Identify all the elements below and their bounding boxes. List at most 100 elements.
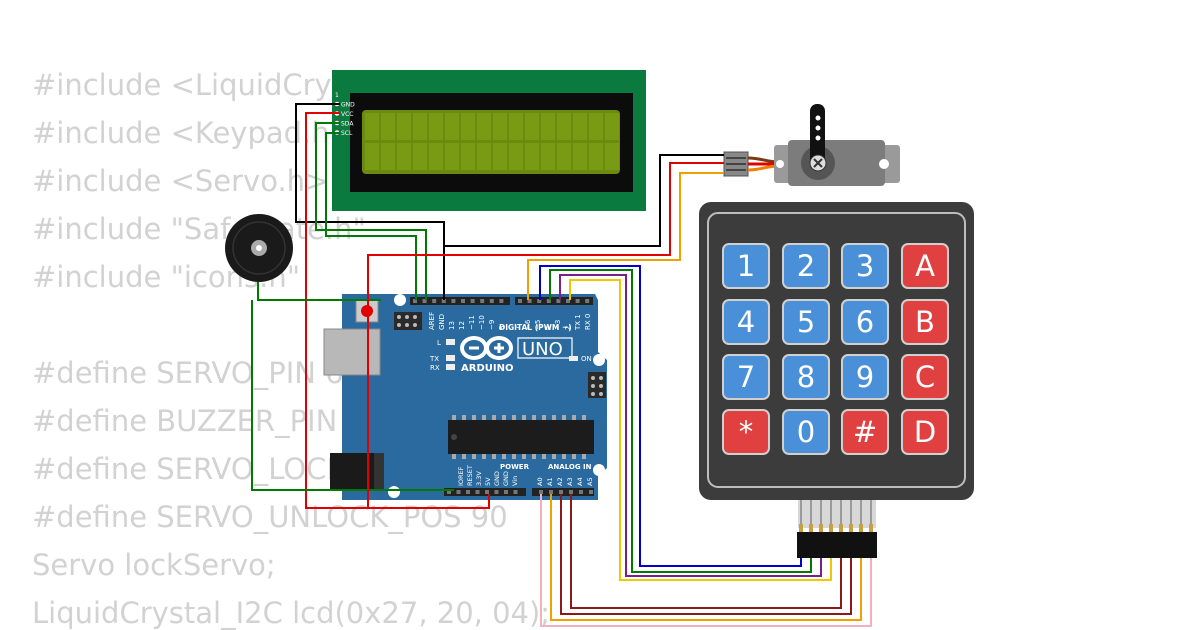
connector-pin[interactable] <box>819 524 823 532</box>
digital-pin-label: ~3 <box>554 320 562 330</box>
chip-pin <box>582 415 586 420</box>
key-9[interactable]: 9 <box>841 354 889 400</box>
power-pin-label: Vin <box>511 476 519 486</box>
key-6[interactable]: 6 <box>841 299 889 345</box>
icsp2-header <box>588 372 606 398</box>
icsp2-pin <box>599 376 603 380</box>
connector-pin[interactable] <box>839 524 843 532</box>
analog-pin-label: A4 <box>576 477 584 486</box>
pin-socket[interactable] <box>566 299 570 303</box>
lcd-char-cell <box>461 143 475 170</box>
pin-socket[interactable] <box>432 299 437 303</box>
pin-socket[interactable] <box>485 490 489 494</box>
key-5[interactable]: 5 <box>782 299 830 345</box>
pin-socket[interactable] <box>456 490 461 494</box>
wire-servo-signal <box>527 172 724 300</box>
pin-socket[interactable] <box>413 299 417 303</box>
pin-socket[interactable] <box>575 299 580 303</box>
icsp2-pin <box>599 392 603 396</box>
connector-pin[interactable] <box>799 524 803 532</box>
led-on <box>569 356 578 361</box>
pin-socket[interactable] <box>451 299 456 303</box>
chip-pin <box>572 415 576 420</box>
pin-socket[interactable] <box>579 490 583 494</box>
lcd-char-cell <box>525 143 539 170</box>
pin-socket[interactable] <box>422 299 427 303</box>
key-cap <box>722 409 770 455</box>
digital-pin-label: 2 <box>564 326 572 330</box>
lcd-char-cell <box>397 143 411 170</box>
pin-socket[interactable] <box>537 299 542 303</box>
connector-pin[interactable] <box>869 524 873 532</box>
pin-socket[interactable] <box>466 490 470 494</box>
servo-horn-hole <box>815 115 821 121</box>
key-label: 1 <box>737 249 755 283</box>
key-hash[interactable]: # <box>841 409 889 455</box>
key-3[interactable]: 3 <box>841 243 889 289</box>
lcd-char-cell <box>477 143 491 170</box>
pin-socket[interactable] <box>504 490 508 494</box>
pin-socket[interactable] <box>494 490 499 494</box>
pin-socket[interactable] <box>499 299 504 303</box>
pin-socket[interactable] <box>447 490 451 494</box>
connector-pin[interactable] <box>849 524 853 532</box>
key-8[interactable]: 8 <box>782 354 830 400</box>
mount-hole <box>388 486 400 498</box>
key-2[interactable]: 2 <box>782 243 830 289</box>
pin-socket[interactable] <box>585 299 590 303</box>
lcd-char-cell <box>573 143 587 170</box>
buzzer[interactable] <box>225 214 293 282</box>
key-label: B <box>915 305 935 339</box>
chip-pin <box>542 454 546 459</box>
pin-socket[interactable] <box>513 490 518 494</box>
pin-socket[interactable] <box>470 299 475 303</box>
key-0[interactable]: 0 <box>782 409 830 455</box>
key-cap <box>841 299 889 345</box>
pin-socket[interactable] <box>441 299 446 303</box>
pin-socket[interactable] <box>489 299 494 303</box>
key-7[interactable]: 7 <box>722 354 770 400</box>
led-l <box>446 339 455 345</box>
pin-socket[interactable] <box>527 299 532 303</box>
key-1[interactable]: 1 <box>722 243 770 289</box>
servo-motor[interactable] <box>723 104 900 186</box>
lcd-char-cell <box>493 113 507 140</box>
pin-socket[interactable] <box>539 490 543 494</box>
connector-pin[interactable] <box>859 524 863 532</box>
icsp2-pin <box>599 384 603 388</box>
wire-keypad-1 <box>539 265 802 567</box>
icsp-pin <box>397 323 401 327</box>
pin-socket[interactable] <box>461 299 465 303</box>
lcd-char-cell <box>589 113 603 140</box>
pin-socket[interactable] <box>475 490 480 494</box>
chip-pin <box>462 454 466 459</box>
pin-socket[interactable] <box>569 490 573 494</box>
key-star[interactable]: * <box>722 409 770 455</box>
key-c[interactable]: C <box>901 354 949 400</box>
wire-keypad-4 <box>569 279 832 581</box>
key-a[interactable]: A <box>901 243 949 289</box>
pin-socket[interactable] <box>589 490 593 494</box>
pin-socket[interactable] <box>549 490 553 494</box>
pin-socket[interactable] <box>559 490 563 494</box>
key-label: 2 <box>797 249 815 283</box>
key-4[interactable]: 4 <box>722 299 770 345</box>
key-d[interactable]: D <box>901 409 949 455</box>
connector-pin[interactable] <box>809 524 813 532</box>
pin-socket[interactable] <box>556 299 561 303</box>
digital-pin-label: ~6 <box>524 319 532 330</box>
pin-socket[interactable] <box>480 299 485 303</box>
digital-pin-label: ~5 <box>534 320 542 330</box>
chip-pin <box>562 415 566 420</box>
pin-socket[interactable] <box>546 299 551 303</box>
key-label: 4 <box>737 305 755 339</box>
key-label: 9 <box>856 360 874 394</box>
mount-hole <box>593 464 605 476</box>
key-b[interactable]: B <box>901 299 949 345</box>
connector-pin[interactable] <box>829 524 833 532</box>
pin-socket[interactable] <box>518 299 522 303</box>
